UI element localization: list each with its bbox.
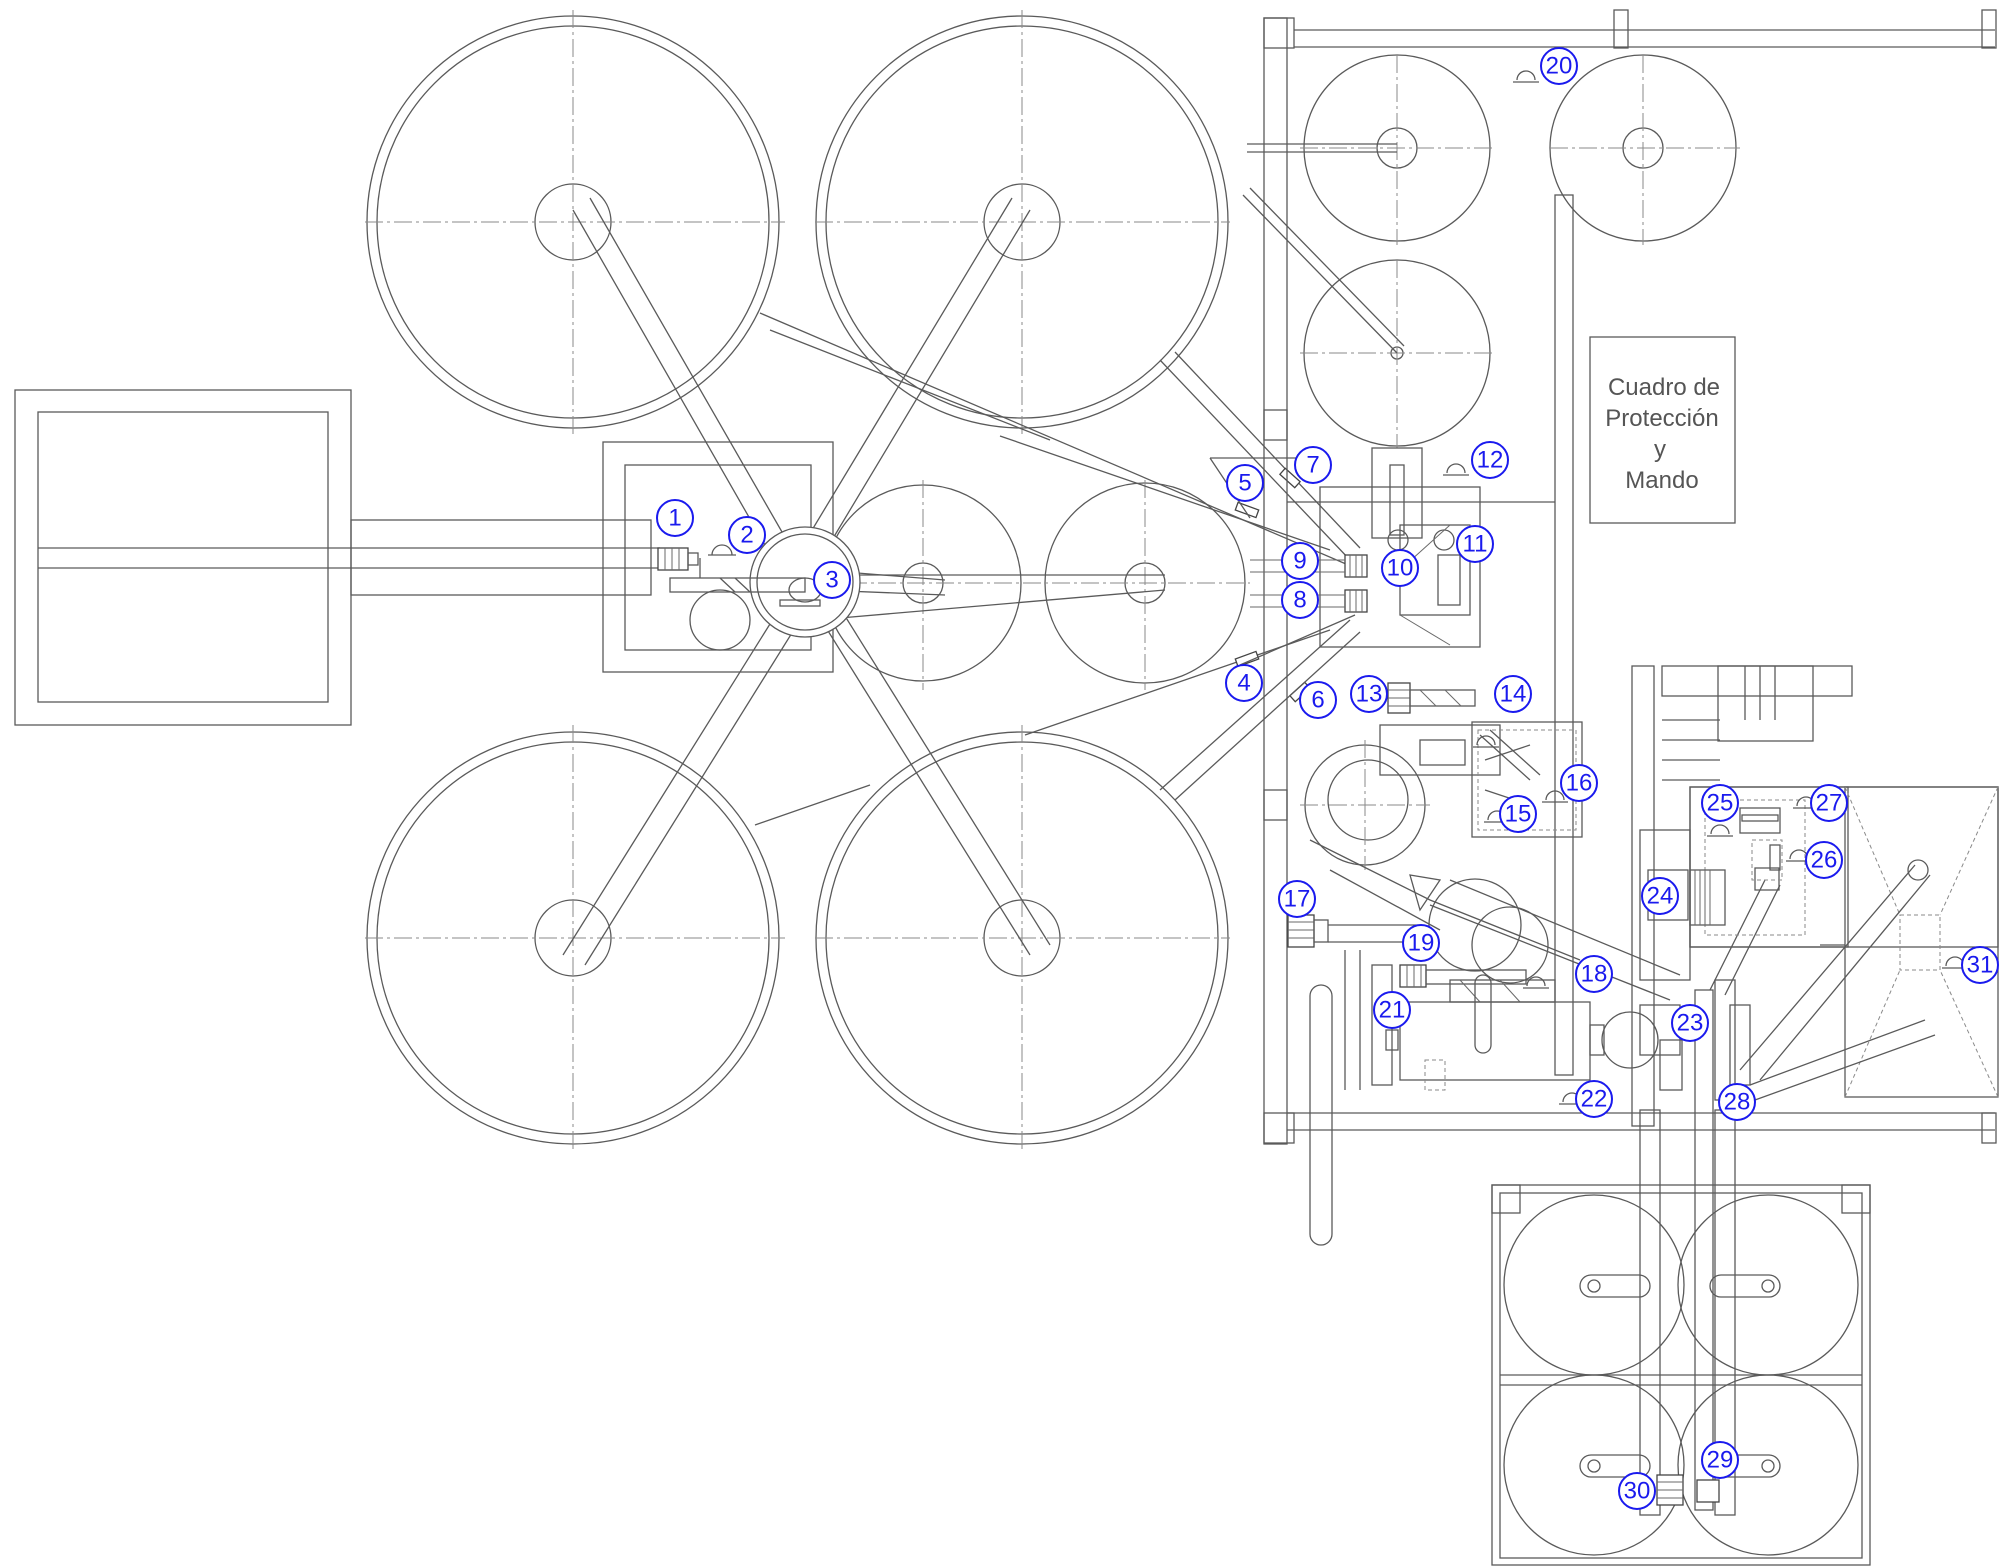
control-panel: Cuadro de Protección y Mando: [1589, 336, 1736, 524]
bobbin-bottom-left: [365, 725, 785, 1150]
callout-22: 22: [1575, 1080, 1613, 1118]
reel-centre-right: [820, 480, 1250, 690]
svg-text:21: 21: [1379, 997, 1406, 1024]
callout-3: 3: [813, 561, 851, 599]
callout-27: 27: [1810, 784, 1848, 822]
svg-text:5: 5: [1238, 470, 1251, 497]
motor-1-icon: [657, 547, 806, 593]
callout-15: 15: [1499, 795, 1537, 833]
svg-text:11: 11: [1463, 531, 1488, 558]
drive-19-21: [1371, 964, 1659, 1091]
callout-29: 29: [1701, 1441, 1739, 1479]
drive-13-14: [1379, 682, 1501, 776]
callout-21: 21: [1373, 991, 1411, 1029]
callout-6: 6: [1299, 681, 1337, 719]
svg-text:13: 13: [1356, 681, 1383, 708]
rotary-arms: [562, 197, 1361, 966]
svg-text:22: 22: [1581, 1086, 1608, 1113]
svg-text:6: 6: [1311, 687, 1324, 714]
callout-31: 31: [1961, 946, 1999, 984]
callout-16: 16: [1560, 764, 1598, 802]
discharge-conveyor: [1639, 867, 1781, 1516]
svg-text:7: 7: [1306, 452, 1319, 479]
callout-13: 13: [1350, 675, 1388, 713]
callout-5: 5: [1226, 464, 1264, 502]
svg-text:19: 19: [1408, 930, 1435, 957]
coupling-block: [1250, 486, 1481, 648]
callout-28: 28: [1718, 1083, 1756, 1121]
panel-line-3: y: [1654, 436, 1666, 463]
bobbin-bottom-right: [815, 725, 1230, 1150]
svg-text:25: 25: [1707, 790, 1734, 817]
reel-middle-upper: [1242, 187, 1495, 539]
hopper-31: [1739, 786, 1999, 1101]
station-24-27: [1631, 665, 1999, 1127]
sensor-2-icon: [708, 544, 736, 556]
svg-text:29: 29: [1707, 1447, 1734, 1474]
svg-text:24: 24: [1647, 883, 1674, 910]
svg-text:4: 4: [1237, 670, 1250, 697]
svg-text:18: 18: [1581, 961, 1608, 988]
callout-20: 20: [1540, 47, 1578, 85]
callout-18: 18: [1575, 955, 1613, 993]
svg-text:8: 8: [1293, 587, 1306, 614]
callout-19: 19: [1402, 924, 1440, 962]
reel-20-right: [1549, 54, 1740, 245]
callouts: 1 2 3 4 5 6 7 8 9 10 11 12 13 14 15 16 1…: [656, 47, 1999, 1510]
reel-20-left: [1247, 54, 1495, 245]
callout-11: 11: [1456, 525, 1494, 563]
svg-text:15: 15: [1505, 801, 1532, 828]
callout-10: 10: [1381, 549, 1419, 587]
drive-17: [1287, 914, 1420, 1246]
callout-24: 24: [1641, 877, 1679, 915]
svg-text:16: 16: [1566, 770, 1593, 797]
callout-4: 4: [1225, 664, 1263, 702]
callout-1: 1: [656, 499, 694, 537]
svg-text:14: 14: [1500, 681, 1527, 708]
blower: [1300, 740, 1681, 1001]
bobbin-top-left: [365, 10, 785, 435]
svg-text:31: 31: [1967, 952, 1994, 979]
panel-line-2: Protección: [1605, 405, 1718, 432]
supply-tank: [14, 389, 660, 726]
panel-line-1: Cuadro de: [1608, 374, 1720, 401]
sensor-brackets: [1159, 351, 1361, 801]
svg-text:28: 28: [1724, 1089, 1751, 1116]
callout-25: 25: [1701, 784, 1739, 822]
svg-text:3: 3: [825, 567, 838, 594]
svg-text:20: 20: [1546, 53, 1573, 80]
svg-text:9: 9: [1293, 548, 1306, 575]
reel-cabinet: [1491, 1184, 1871, 1566]
callout-9: 9: [1281, 542, 1319, 580]
svg-text:2: 2: [740, 522, 753, 549]
svg-text:23: 23: [1677, 1010, 1704, 1037]
callout-7: 7: [1294, 446, 1332, 484]
callout-8: 8: [1281, 581, 1319, 619]
callout-30: 30: [1618, 1472, 1656, 1510]
callout-17: 17: [1278, 880, 1316, 918]
callout-2: 2: [728, 516, 766, 554]
svg-text:10: 10: [1387, 555, 1414, 582]
sensor-symbols: [1443, 70, 1968, 1105]
svg-text:26: 26: [1811, 847, 1838, 874]
svg-text:17: 17: [1284, 886, 1311, 913]
machine-frame: [1263, 9, 1997, 1145]
callout-14: 14: [1494, 675, 1532, 713]
svg-text:30: 30: [1624, 1478, 1651, 1505]
callout-12: 12: [1471, 441, 1509, 479]
svg-text:12: 12: [1477, 447, 1504, 474]
svg-text:1: 1: [668, 505, 681, 532]
callout-26: 26: [1805, 841, 1843, 879]
panel-line-4: Mando: [1625, 467, 1698, 494]
callout-23: 23: [1671, 1004, 1709, 1042]
svg-text:27: 27: [1816, 790, 1843, 817]
